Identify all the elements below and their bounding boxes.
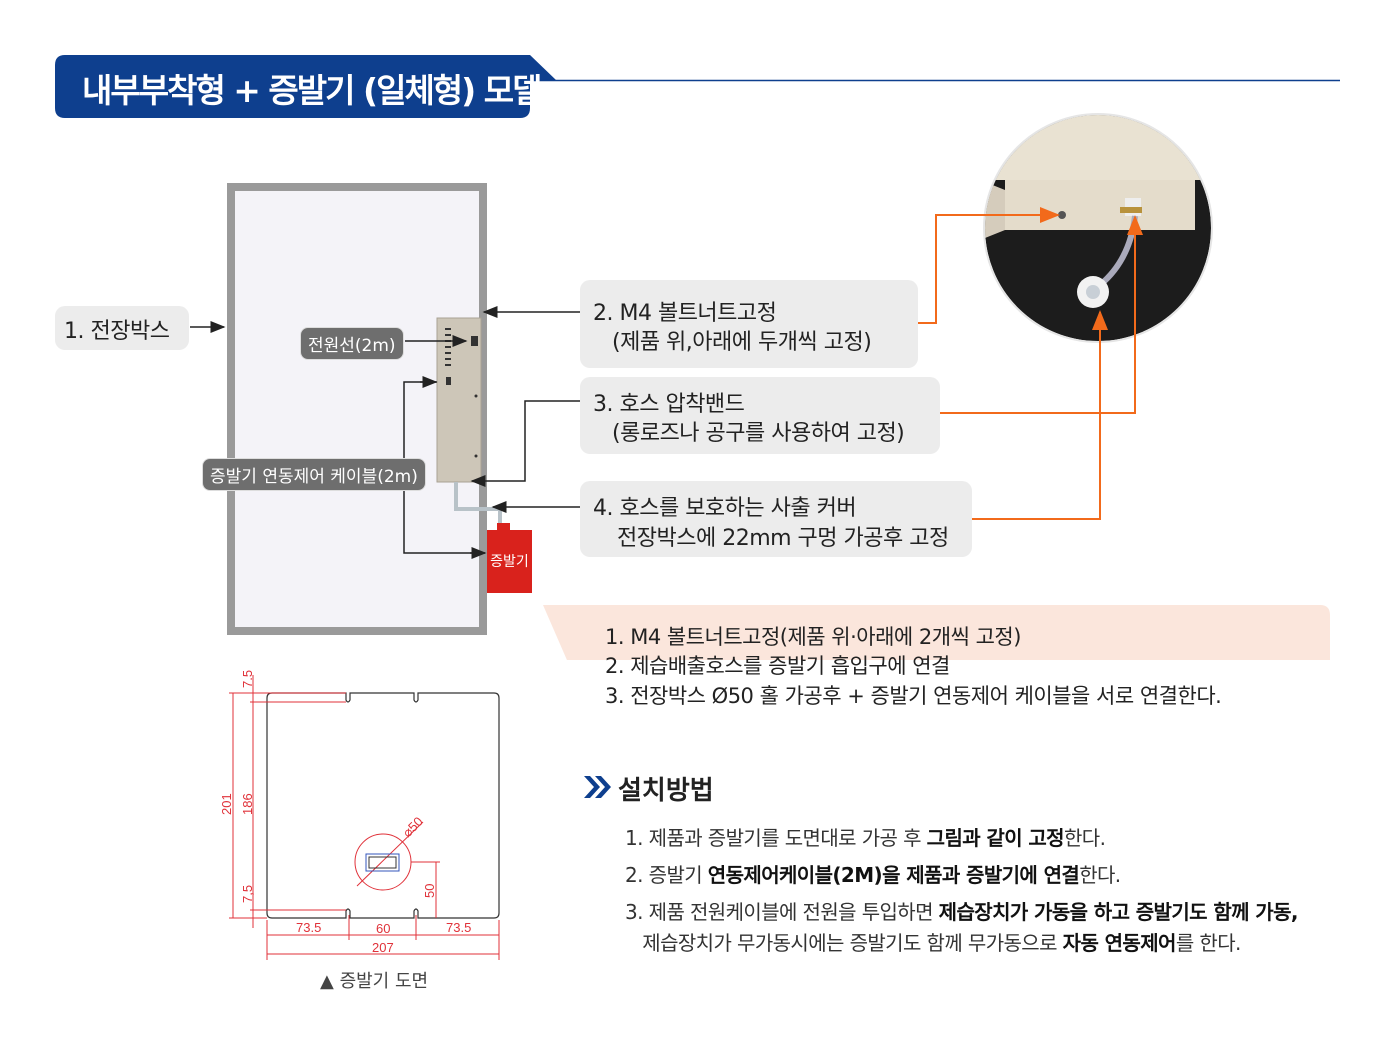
note-item: 2. 제습배출호스를 증발기 흡입구에 연결: [605, 654, 950, 678]
note-item: 1. M4 볼트너트고정(제품 위·아래에 2개씩 고정): [605, 625, 1021, 649]
installation-diagram: [190, 113, 1330, 660]
callout-bolt-nut: [580, 280, 918, 368]
dehumidifier-unit: [436, 317, 482, 483]
callout-title: 2. M4 볼트너트고정: [593, 301, 777, 326]
install-step: 2. 증발기 연동제어케이블(2M)을 제품과 증발기에 연결한다.: [625, 863, 1121, 887]
note-item: 3. 전장박스 Ø50 홀 가공후 + 증발기 연동제어 케이블을 서로 연결한…: [605, 684, 1222, 708]
callout-title: 4. 호스를 보호하는 사출 커버: [593, 496, 857, 521]
dim-top: 7.5: [240, 670, 255, 688]
evaporator-drawing: 7.5 201 186 7,5 73.5 60 73.5 207 ⌀50 50: [219, 670, 500, 960]
electrical-box-label: 1. 전장박스: [64, 319, 170, 344]
dim-middle: 60: [376, 921, 390, 936]
electrical-box-label-box: [55, 306, 189, 350]
install-step: 3. 제품 전원케이블에 전원을 투입하면 제습장치가 가동을 하고 증발기도 …: [625, 900, 1298, 924]
dim-left: 73.5: [296, 920, 321, 935]
power-cable-label: 전원선(2m): [300, 327, 404, 360]
evaporator-label: 증발기: [490, 554, 529, 570]
install-step: 제습장치가 무가동시에는 증발기도 함께 무가동으로 자동 연동제어를 한다.: [625, 931, 1241, 955]
note-box: [543, 605, 1330, 660]
install-heading: 설치방법: [618, 776, 714, 806]
control-cable-label: 증발기 연동제어 케이블(2m): [202, 458, 426, 491]
dim-inner-height: 186: [240, 793, 255, 815]
evaporator-box: [487, 530, 532, 593]
dim-total-height: 201: [219, 793, 234, 815]
install-step: 1. 제품과 증발기를 도면대로 가공 후 그림과 같이 고정한다.: [625, 826, 1106, 850]
hose: [454, 482, 502, 523]
callout-desc: 전장박스에 22mm 구멍 가공후 고정: [617, 526, 949, 551]
dim-width: 207: [372, 940, 394, 955]
dim-bottom: 7,5: [240, 885, 255, 903]
dim-right: 73.5: [446, 920, 471, 935]
double-chevron-icon: [584, 776, 611, 798]
drawing-caption: ▲ 증발기 도면: [320, 971, 429, 992]
dim-hole-height: 50: [422, 884, 437, 898]
installation-photo: [985, 115, 1211, 341]
callout-desc: (제품 위,아래에 두개씩 고정): [612, 330, 872, 355]
callout-desc: (롱로즈나 공구를 사용하여 고정): [612, 421, 905, 446]
page-title: 내부부착형 + 증발기 (일체형) 모델: [82, 71, 542, 110]
callout-hose-cover: [580, 481, 972, 557]
callout-title: 3. 호스 압착밴드: [593, 392, 745, 417]
header-banner: [55, 55, 1340, 118]
callout-hose-band: [580, 377, 940, 454]
